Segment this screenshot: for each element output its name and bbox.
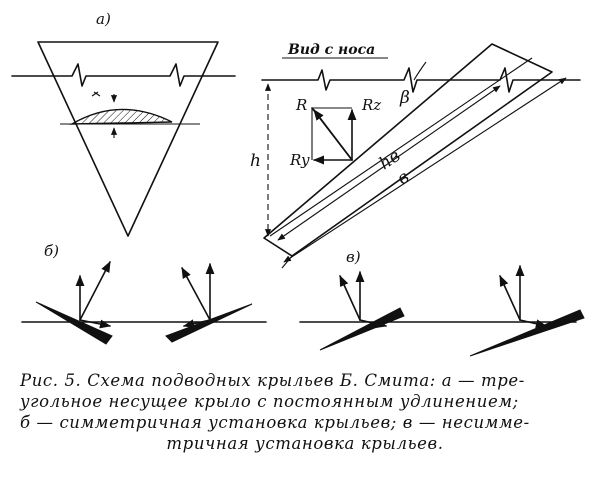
beta-arc [413, 61, 427, 81]
panel-v-label: в) [346, 248, 361, 266]
side-arrow-left-b [79, 319, 112, 329]
foil-left-v [319, 307, 405, 351]
depth-label-h: h [250, 151, 261, 171]
panel-v: в) [299, 248, 585, 357]
side-arrow-right-v [519, 319, 548, 329]
caption-line-1: Рис. 5. Схема подводных крыльев Б. Смита… [20, 371, 525, 390]
resultant-arrow-left-b [79, 261, 111, 321]
resultant-arrow-right-v [499, 274, 521, 321]
foil-left-b [35, 301, 113, 345]
waterline-right [261, 67, 581, 93]
wing-profile-section [69, 108, 173, 125]
dimension-v [283, 77, 567, 263]
angle-label-beta: β [399, 88, 410, 108]
panel-view-from-nose: Вид с носа h β hв в R Rz Ry [250, 42, 581, 269]
dimension-v-extension [281, 255, 293, 269]
chord-tick [91, 91, 101, 97]
panel-b: б) [21, 242, 267, 345]
caption-line-4: тричная установка крыльев. [166, 434, 444, 453]
wing-inner-edge [269, 57, 533, 237]
force-label-ry: Ry [289, 151, 310, 169]
figure-caption: Рис. 5. Схема подводных крыльев Б. Смита… [20, 370, 590, 454]
foil-right-v [469, 309, 585, 357]
panel-a-label: а) [96, 10, 111, 28]
resultant-arrow-left-v [339, 274, 361, 321]
panel-a: а) [11, 10, 236, 237]
dimension-label-v: в [394, 167, 413, 189]
caption-line-3: б — симметричная установка крыльев; в — … [20, 413, 530, 432]
waterline-a [11, 63, 236, 87]
foil-right-b [165, 303, 253, 343]
force-label-r: R [295, 96, 307, 114]
resultant-arrow-right-b [181, 267, 211, 321]
side-arrow-right-b [182, 319, 211, 329]
caption-line-2: угольное несущее крыло с постоянным удли… [20, 392, 519, 411]
side-arrow-left-v [359, 319, 388, 329]
panel-b-label: б) [44, 242, 59, 260]
force-arrow-r [313, 109, 353, 161]
force-label-rz: Rz [361, 96, 381, 114]
triangular-wing [37, 41, 219, 237]
view-from-nose-label: Вид с носа [287, 42, 375, 58]
